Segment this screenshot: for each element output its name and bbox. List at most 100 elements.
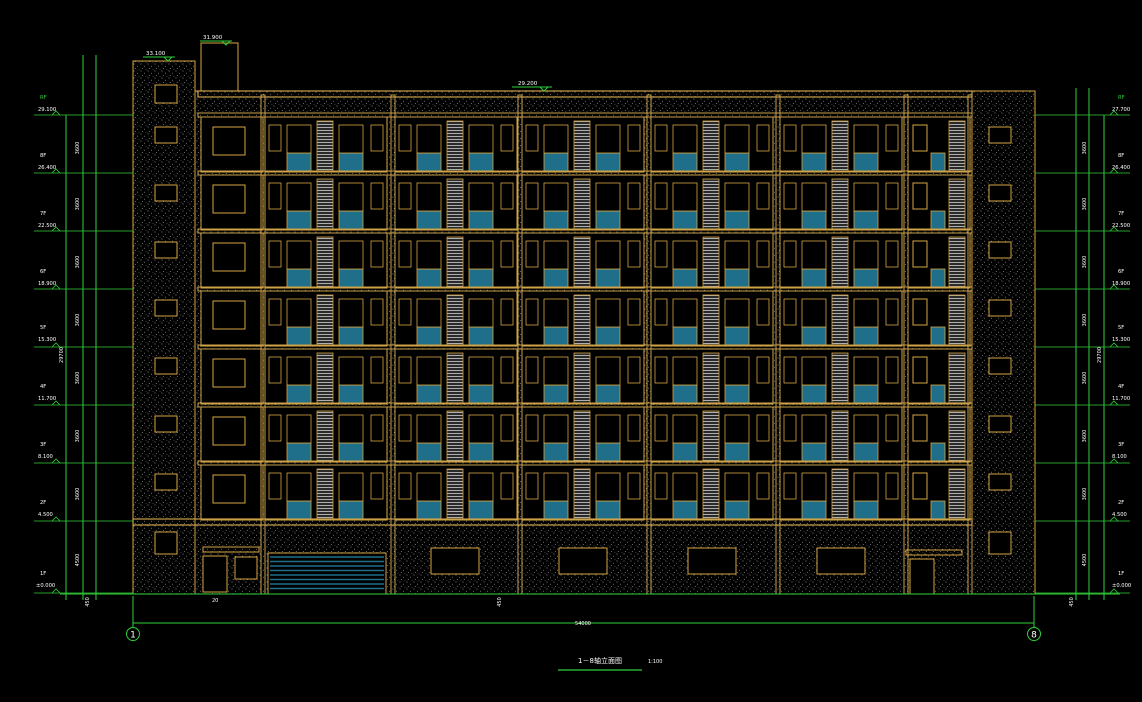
window-small: [654, 124, 668, 152]
balcony-rail: [801, 152, 827, 172]
window-small: [654, 298, 668, 326]
tower-window: [154, 84, 178, 104]
window-small: [885, 356, 899, 384]
grid-axis-8: 8: [1027, 627, 1041, 641]
balcony-door: [853, 124, 879, 154]
window-small: [783, 472, 797, 500]
louver-panel: [573, 120, 591, 172]
story-dim-left-6: 3600: [75, 256, 81, 269]
grid-axis-1: 1: [126, 627, 140, 641]
window-small: [398, 240, 412, 268]
louver-panel: [702, 120, 720, 172]
window-small: [756, 356, 770, 384]
right-floor-1f: 1F: [1118, 571, 1124, 577]
balcony-rail-right: [930, 210, 946, 230]
right-floor-5f: 5F: [1118, 325, 1124, 331]
louver-panel: [446, 236, 464, 288]
balcony-rail: [543, 210, 569, 230]
story-dim-left-4: 3600: [75, 372, 81, 385]
window-small: [783, 240, 797, 268]
balcony-door: [338, 182, 364, 212]
balcony-door: [724, 414, 750, 444]
window-small: [783, 182, 797, 210]
window-right-small: [912, 240, 928, 268]
story-dimensions-right: 3600 3600 3600 3600 3600 3600 3600 4500 …: [1082, 142, 1103, 567]
story-dim-left-1: 4500: [75, 554, 81, 567]
balcony-rail: [595, 442, 621, 462]
side-windows: [154, 84, 1012, 491]
left-floor-4f: 4F: [40, 384, 46, 390]
balcony-rail: [672, 384, 698, 404]
window-small: [654, 414, 668, 442]
grid-bubble-8: [1027, 627, 1041, 641]
window-small: [783, 356, 797, 384]
balcony-door: [724, 240, 750, 270]
window-small: [885, 182, 899, 210]
balcony-door: [286, 356, 312, 386]
balcony-door: [286, 472, 312, 502]
left-level-2f: 4.500: [38, 512, 53, 518]
louver-panel: [316, 178, 334, 230]
window-small: [627, 182, 641, 210]
end-wall-window: [988, 241, 1012, 259]
window-small: [500, 124, 514, 152]
balcony-door: [416, 124, 442, 154]
window-small: [370, 472, 384, 500]
facade-bays: [200, 116, 971, 521]
louver-panel: [316, 236, 334, 288]
level-marker-right: [1109, 284, 1119, 290]
window-small: [370, 124, 384, 152]
balcony-rail-right: [930, 384, 946, 404]
window-small: [627, 414, 641, 442]
balcony-rail-right: [930, 442, 946, 462]
story-dim-right-8: 3600: [1082, 142, 1088, 155]
louver-panel: [446, 468, 464, 520]
ground-floor: [154, 531, 1012, 595]
balcony-rail: [853, 152, 879, 172]
balcony-door: [338, 124, 364, 154]
tower-window: [154, 473, 178, 491]
balcony-door: [338, 356, 364, 386]
level-marker-left: [51, 284, 61, 290]
balcony-rail: [801, 442, 827, 462]
louver-panel: [316, 120, 334, 172]
balcony-door: [595, 182, 621, 212]
balcony-rail: [672, 500, 698, 520]
balcony-rail: [595, 268, 621, 288]
louver-panel: [446, 120, 464, 172]
louver-panel: [702, 178, 720, 230]
balcony-rail-right: [930, 500, 946, 520]
balcony-door: [801, 240, 827, 270]
window-small: [627, 240, 641, 268]
end-wall-window: [988, 357, 1012, 375]
left-floor-1f: 1F: [40, 571, 46, 577]
window-small: [525, 298, 539, 326]
window-small: [756, 124, 770, 152]
balcony-rail: [416, 326, 442, 346]
top-markers: 33.100 31.900 29.200: [143, 35, 552, 92]
right-level-8f: 26.400: [1112, 165, 1130, 171]
louver-panel: [573, 468, 591, 520]
balcony-door: [286, 124, 312, 154]
balcony-rail: [286, 384, 312, 404]
grid-label-8: 8: [1031, 631, 1037, 641]
level-marker-right: [1109, 458, 1119, 464]
window-small: [398, 182, 412, 210]
balcony-rail: [672, 152, 698, 172]
window-small: [756, 472, 770, 500]
louver-panel: [702, 468, 720, 520]
left-floor-rf: RF: [40, 95, 47, 101]
louver-panel: [831, 352, 849, 404]
balcony-rail: [595, 152, 621, 172]
left-floor-7f: 7F: [40, 211, 46, 217]
grid-bubble-1: [126, 627, 140, 641]
balcony-door: [853, 240, 879, 270]
balcony-rail: [286, 500, 312, 520]
balcony-rail: [853, 326, 879, 346]
balcony-rail: [724, 268, 750, 288]
window-small: [525, 124, 539, 152]
ground-window-4: [816, 547, 866, 575]
level-marker-right: [1109, 226, 1119, 232]
balcony-door: [338, 298, 364, 328]
balcony-door: [853, 298, 879, 328]
